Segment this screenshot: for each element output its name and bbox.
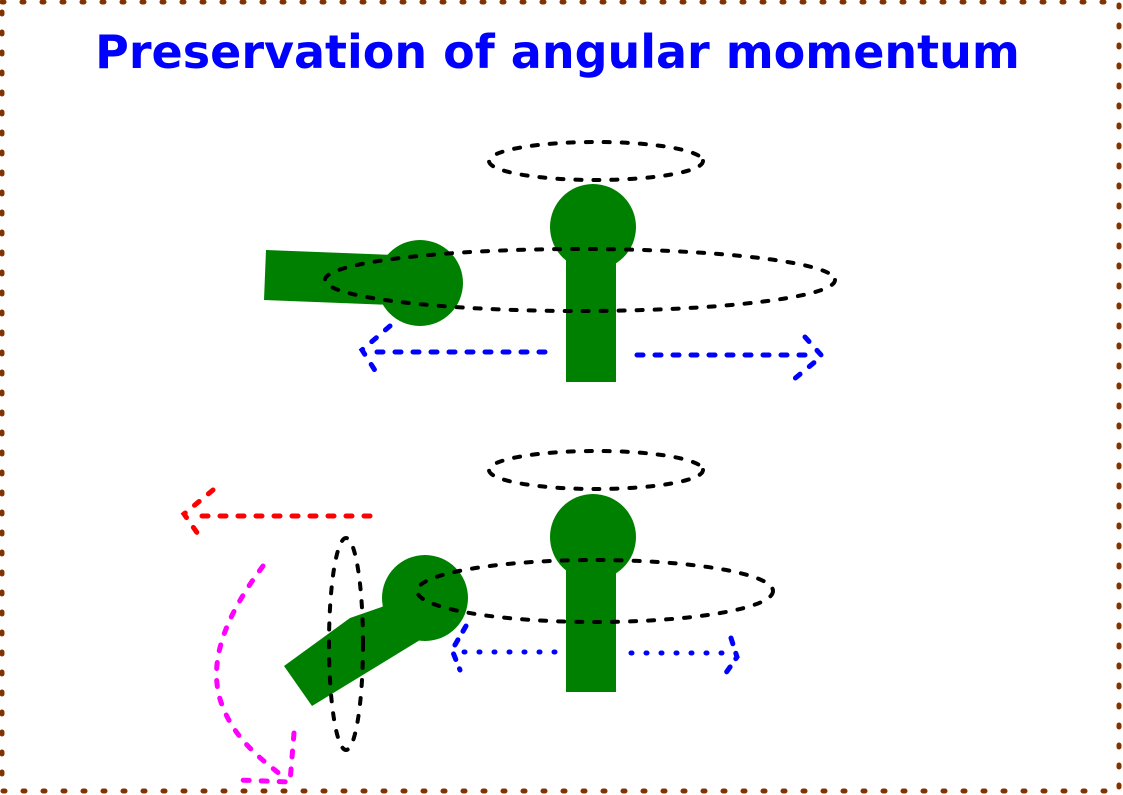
body-rotation-loop: [323, 247, 837, 313]
top-panel: [264, 140, 837, 383]
rotation-arrow-right: [634, 334, 826, 383]
arm-extended: [264, 250, 395, 305]
arm-push-arrow: [180, 487, 373, 537]
rotation-arrow-left: [449, 623, 558, 673]
body-rotation-loop: [415, 558, 775, 624]
head: [550, 184, 636, 270]
head-rotation-loop: [487, 140, 705, 182]
arm-swing-arrow: [214, 563, 297, 785]
arm-tilted: [284, 596, 420, 706]
rotation-arrow-right: [628, 635, 740, 683]
arm-rotation-loop: [327, 536, 365, 752]
arm-hand: [382, 555, 468, 641]
head-rotation-loop: [487, 449, 705, 491]
head: [550, 494, 636, 580]
bottom-panel: [180, 449, 775, 785]
diagram-title: Preservation of angular momentum: [95, 25, 1020, 79]
rotation-arrow-left: [358, 323, 548, 375]
